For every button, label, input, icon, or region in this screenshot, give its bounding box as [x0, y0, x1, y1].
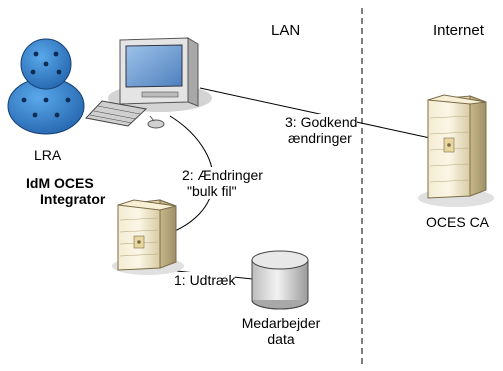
node-label-database-line1: Medarbejder [241, 315, 321, 331]
edge-label-approve-line1: 3: Godkend [285, 114, 358, 130]
node-label-integrator-line2: Integrator [40, 191, 106, 207]
ocesca-server-icon [418, 94, 494, 207]
edge-label-changes-line1: 2: Ændringer [182, 167, 263, 183]
node-label-database-line2: data [267, 331, 295, 347]
zone-label-lan: LAN [271, 22, 301, 39]
node-label-lra: LRA [34, 147, 62, 163]
zone-label-internet: Internet [433, 22, 484, 39]
edge-label-extract: 1: Udtræk [174, 272, 236, 288]
integrator-server-icon [112, 199, 184, 275]
node-label-ocesca: OCES CA [426, 214, 490, 230]
person-icon [7, 38, 85, 135]
edge-label-changes-line2: "bulk fil" [187, 183, 237, 199]
edge-label-approve-line2: ændringer [288, 130, 352, 146]
node-label-integrator-line1: IdM OCES [26, 175, 94, 191]
workstation-icon [85, 37, 212, 129]
database-icon [251, 250, 309, 310]
connection-workstation-ocesca [199, 87, 431, 139]
